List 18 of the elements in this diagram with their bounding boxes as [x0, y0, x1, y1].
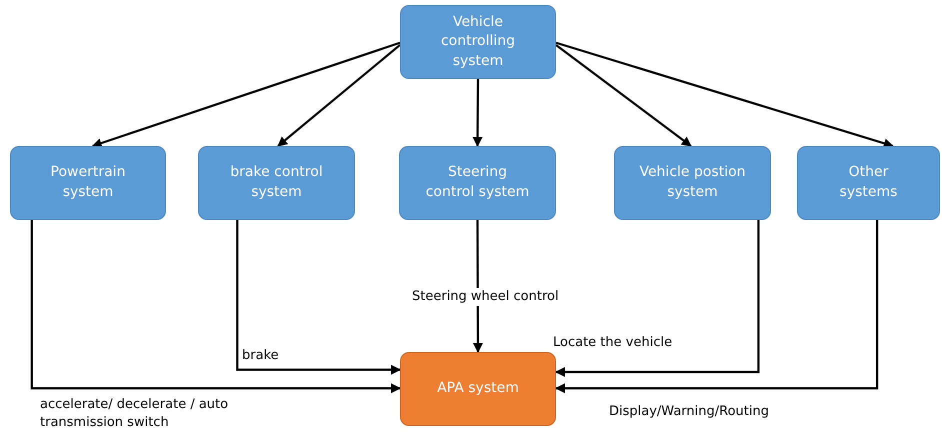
system-box: Vehicle controlling system [400, 5, 556, 79]
arrow [92, 42, 400, 148]
system-box: brake control system [198, 146, 355, 220]
arrow [30, 220, 401, 394]
system-box: Steering control system [399, 146, 556, 220]
arrow [556, 42, 894, 148]
system-box: APA system [400, 352, 556, 426]
arrow [472, 220, 483, 353]
edge-label: Display/Warning/Routing [607, 403, 771, 421]
system-box: Powertrain system [10, 146, 166, 220]
arrow [555, 220, 760, 377]
system-box: Other systems [797, 146, 940, 220]
arrow [555, 220, 878, 394]
system-box: Vehicle postion system [614, 146, 771, 220]
arrow [472, 79, 483, 147]
arrow [277, 44, 401, 147]
arrow [236, 220, 401, 375]
arrow [555, 44, 692, 147]
